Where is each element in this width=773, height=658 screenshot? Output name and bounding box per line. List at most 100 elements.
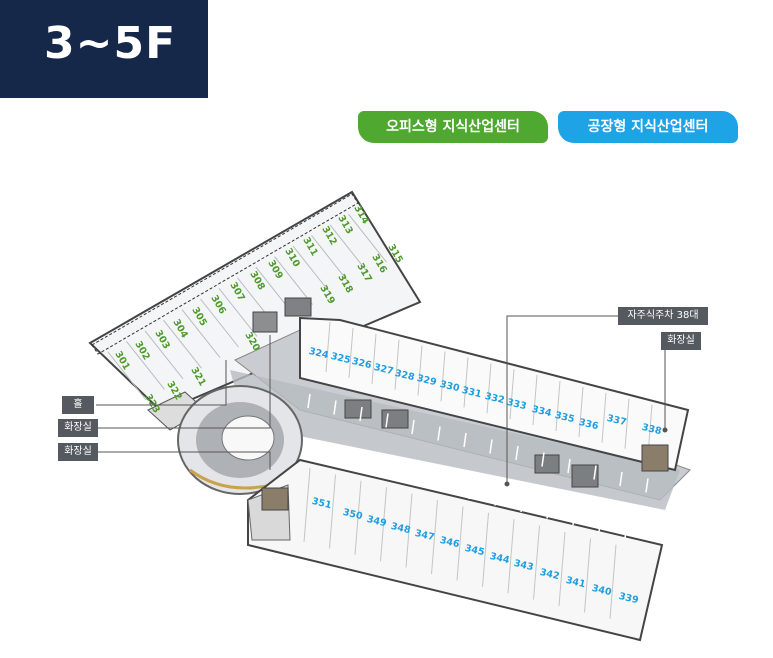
callout-restroom-1: 화장실 (58, 419, 98, 437)
parking-stalls (307, 393, 649, 539)
top-dividers-line (555, 380, 561, 432)
parking-lines-line (489, 439, 493, 454)
atrium-ramp (177, 385, 303, 495)
bottom-dividers-line (482, 512, 489, 587)
unit-label-344: 344 (489, 551, 511, 567)
top-dividers-line (325, 321, 331, 373)
restroom-blocks (252, 297, 669, 511)
office-dividers-line (348, 213, 387, 263)
unit-label-332: 332 (484, 391, 506, 406)
parking-lines-line (463, 432, 467, 448)
bottom-dividers-line (456, 506, 464, 581)
unit-label-336: 336 (578, 417, 600, 433)
top-dividers-line (394, 339, 400, 390)
parking-lines-line (619, 471, 623, 487)
unit-label-343: 343 (513, 558, 535, 573)
unit-label-330: 330 (439, 379, 461, 395)
parking-lines-line (359, 406, 363, 422)
bottom-dividers-line (558, 531, 566, 607)
bottom-dividers-line (431, 499, 438, 575)
bottom-dividers-line (380, 487, 387, 562)
unit-label-351: 351 (311, 496, 333, 511)
office-dividers-line (274, 256, 313, 305)
callout-leaders (96, 315, 668, 487)
parking-lines-line (307, 393, 311, 409)
parking-lines-line (437, 426, 441, 441)
parking-lines-line (598, 517, 602, 532)
unit-label-348: 348 (390, 521, 412, 537)
unit-label-331: 331 (461, 385, 483, 400)
parking-lines-line (546, 504, 550, 519)
parking-lines-line (541, 452, 545, 467)
unit-label-349: 349 (366, 514, 388, 529)
office-dividers-line (144, 330, 184, 380)
bottom-dividers-line (584, 538, 591, 613)
top-dividers-line (371, 333, 377, 384)
bottom-dividers-line (533, 525, 540, 600)
unit-label-341: 341 (565, 575, 587, 590)
top-dividers-line (624, 398, 630, 449)
office-wing (88, 190, 422, 431)
top-dividers-line (440, 351, 446, 402)
unit-label-328: 328 (394, 368, 416, 384)
unit-label-346: 346 (439, 535, 461, 551)
top-dividers-line (348, 327, 354, 378)
unit-label-333: 333 (506, 397, 528, 412)
unit-label-324: 324 (308, 346, 330, 362)
parking-lines-line (312, 445, 316, 461)
parking-lines-line (593, 465, 597, 480)
callout-restroom-2: 화장실 (58, 443, 98, 461)
office-dividers-line (107, 351, 147, 401)
floor-badge: 3~5F (0, 0, 208, 98)
parking-lines-line (520, 497, 524, 513)
parking-lines-line (645, 478, 649, 493)
parking-lines-line (442, 478, 446, 493)
top-dividers-line (509, 369, 515, 420)
parking-lines-line (468, 484, 472, 500)
legend-office-type: 오피스형 지식산업센터 (358, 111, 548, 143)
unit-label-325: 325 (330, 351, 352, 366)
bottom-dividers-line (507, 519, 515, 594)
parking-lines-line (390, 465, 394, 480)
office-dividers-line (200, 298, 239, 348)
top-dividers-line (601, 392, 607, 443)
office-dividers-line (311, 235, 350, 284)
office-dividers-line (181, 309, 221, 358)
unit-label-326: 326 (351, 356, 373, 372)
unit-label-350: 350 (342, 507, 364, 523)
unit-label-335: 335 (554, 410, 576, 425)
unit-label-327: 327 (373, 362, 395, 377)
unit-label-334: 334 (531, 404, 553, 420)
factory-top-row (299, 316, 690, 472)
unit-label-345: 345 (464, 543, 486, 558)
office-dividers-line (163, 319, 202, 369)
bottom-dividers-line (405, 493, 413, 568)
parking-lines-line (416, 471, 420, 487)
unit-label-329: 329 (416, 373, 438, 388)
bottom-dividers-line (609, 544, 617, 619)
bottom-dividers-line (354, 480, 362, 555)
office-dividers-line (329, 224, 369, 274)
parking-lines-line (385, 413, 389, 428)
unit-label-347: 347 (414, 528, 436, 543)
unit-label-342: 342 (539, 567, 561, 582)
top-dividers-line (463, 357, 469, 408)
parking-lines-line (333, 400, 337, 415)
bottom-dividers-line (329, 474, 336, 549)
legend-factory-type: 공장형 지식산업센터 (558, 111, 738, 143)
unit-label-338: 338 (641, 422, 663, 438)
bottom-dividers-line (303, 467, 311, 543)
callout-hall: 홀 (62, 396, 94, 414)
office-dividers-line (292, 245, 332, 295)
top-dividers-line (417, 345, 423, 396)
parking-lines-line (572, 510, 576, 526)
callout-restroom-right: 화장실 (661, 332, 701, 350)
factory-bottom-row (247, 458, 664, 642)
top-dividers-line (532, 375, 538, 426)
top-dividers-line (578, 386, 584, 437)
unit-label-340: 340 (591, 583, 613, 599)
parking-lines-line (624, 523, 628, 539)
parking-lines-line (567, 458, 571, 474)
unit-label-339: 339 (618, 591, 640, 606)
